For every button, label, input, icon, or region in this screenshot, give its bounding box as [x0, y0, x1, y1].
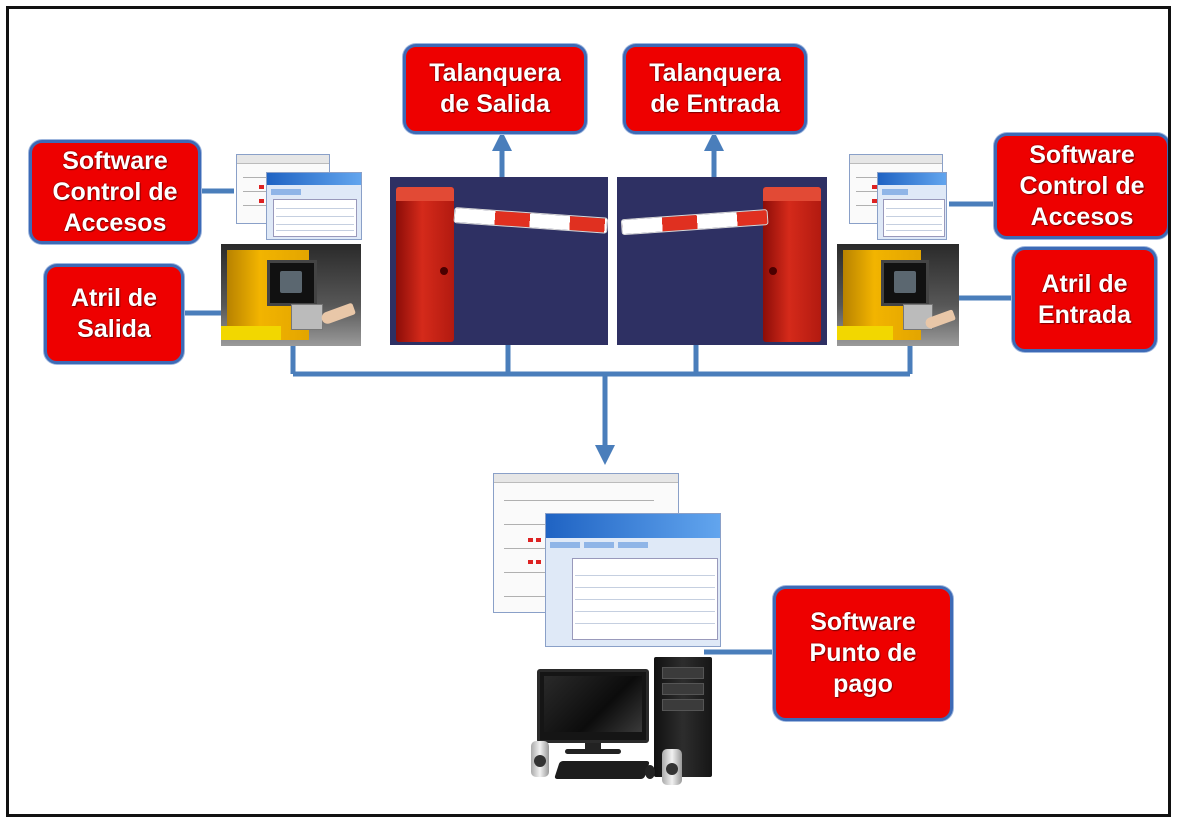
label-barrier-entry: Talanquera de Entrada — [623, 44, 807, 134]
kiosk-exit-image — [221, 244, 361, 346]
barrier-post — [396, 187, 454, 342]
connector-lines — [182, 131, 1012, 655]
label-barrier-exit: Talanquera de Salida — [403, 44, 587, 134]
diagram-frame: Talanquera de Salida Talanquera de Entra… — [6, 6, 1171, 817]
kiosk-screen — [881, 260, 929, 306]
kiosk-entry-image — [837, 244, 959, 346]
speaker-right — [662, 749, 682, 785]
barrier-exit-image — [390, 177, 608, 345]
barrier-entry-image — [617, 177, 827, 345]
monitor — [537, 669, 649, 743]
label-kiosk-exit: Atril de Salida — [44, 264, 184, 364]
speaker-left — [531, 741, 549, 777]
software-window-front — [877, 172, 947, 240]
software-window-front — [266, 172, 362, 240]
desktop-computer-image — [519, 649, 724, 789]
kiosk-screen — [267, 260, 317, 306]
access-software-left-image — [234, 152, 364, 242]
barrier-arm — [620, 209, 769, 236]
keyboard — [554, 761, 650, 779]
software-window-front — [545, 513, 721, 647]
hand — [319, 302, 357, 326]
payment-software-image — [491, 471, 723, 649]
label-access-software-left: Software Control de Accesos — [29, 140, 201, 244]
label-access-software-right: Software Control de Accesos — [994, 133, 1168, 239]
label-kiosk-entry: Atril de Entrada — [1012, 247, 1157, 352]
access-software-right-image — [847, 152, 949, 242]
kiosk-panel — [291, 304, 323, 330]
label-payment-software: Software Punto de pago — [773, 586, 953, 721]
barrier-arm — [453, 207, 608, 234]
mouse — [645, 765, 655, 779]
barrier-post — [763, 187, 821, 342]
